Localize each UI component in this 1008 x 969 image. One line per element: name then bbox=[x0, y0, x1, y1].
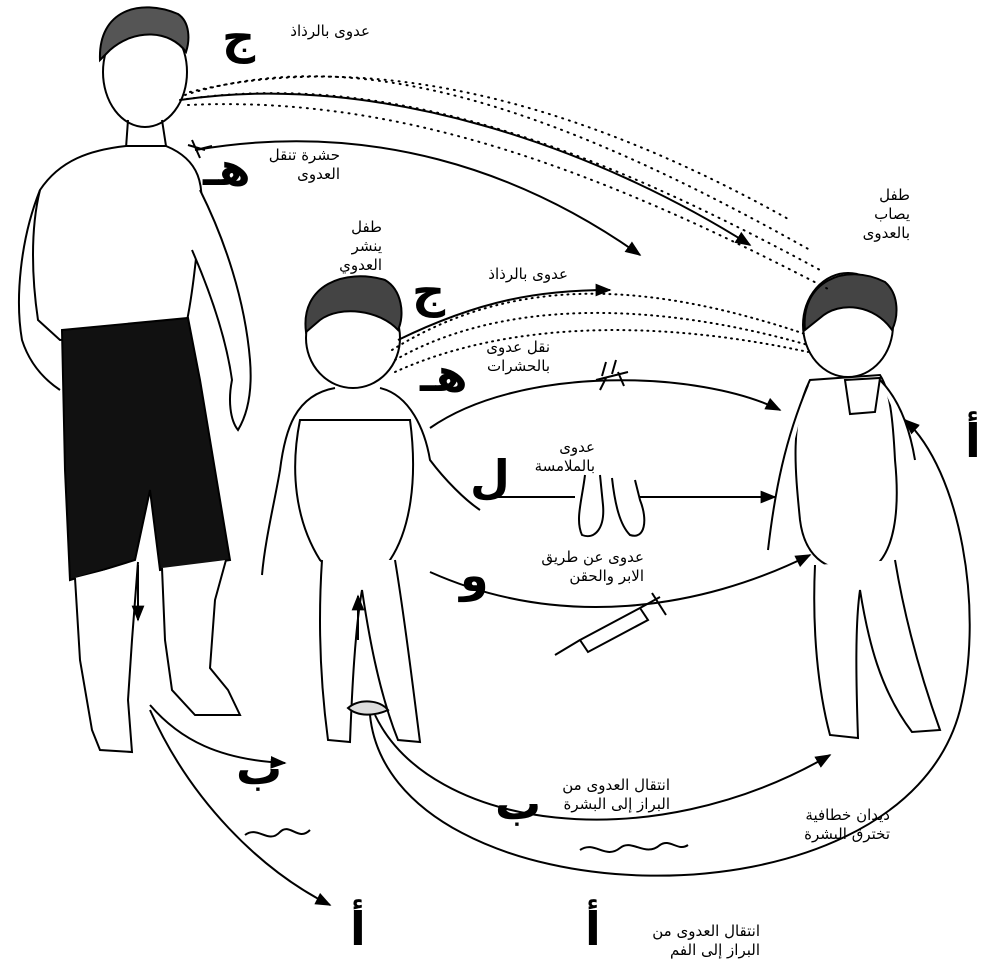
infected-child-cup bbox=[845, 378, 880, 414]
label-airborne-top: عدوى بالرذاذ bbox=[280, 22, 370, 41]
label-child-spreader-line1: طفل bbox=[320, 218, 382, 237]
letter-jeem-mid: ج bbox=[412, 268, 445, 314]
worms-icon bbox=[245, 829, 688, 852]
arrow-adult-mouth bbox=[150, 710, 330, 905]
letter-ha-mid: هـ bbox=[420, 352, 468, 398]
label-feces-to-mouth-line2: البراز إلى الفم bbox=[610, 941, 760, 960]
label-feces-to-skin-line1: انتقال العدوى من bbox=[530, 776, 670, 795]
label-hookworms-line2: تخترق البشرة bbox=[770, 825, 890, 844]
letter-ba-mid: ب bbox=[495, 780, 541, 826]
label-child-spreader-line2: ينشر bbox=[320, 237, 382, 256]
feces-icon bbox=[348, 701, 388, 714]
letter-alif-bottom-left: أ bbox=[350, 906, 366, 952]
letter-jeem-top: ج bbox=[222, 14, 255, 60]
label-contact: عدوى بالملامسة bbox=[505, 438, 595, 476]
spreader-child-figure bbox=[262, 276, 480, 742]
label-feces-to-skin-line2: البراز إلى البشرة bbox=[530, 795, 670, 814]
letter-lam: ل bbox=[470, 454, 510, 500]
label-insect-transmission: نقل عدوى بالحشرات bbox=[460, 338, 550, 376]
letter-ba-left: ب bbox=[236, 745, 282, 791]
mosquito-icon bbox=[596, 360, 628, 390]
touching-hands-icon bbox=[579, 475, 644, 536]
label-child-infected-line1: طفل bbox=[840, 186, 910, 205]
label-hookworms: ديدان خطافية تخترق البشرة bbox=[770, 806, 890, 844]
letter-ha-top: هـ bbox=[203, 146, 251, 192]
adult-left-leg bbox=[75, 562, 138, 752]
label-child-infected-line3: بالعدوى bbox=[840, 224, 910, 243]
label-insect-transmission-line2: بالحشرات bbox=[460, 357, 550, 376]
label-insect-transmission-line1: نقل عدوى bbox=[460, 338, 550, 357]
adult-torso bbox=[33, 146, 202, 340]
label-injection-line2: الابر والحقن bbox=[524, 567, 644, 586]
label-contact-line2: بالملامسة bbox=[505, 457, 595, 476]
label-feces-to-mouth-line1: انتقال العدوى من bbox=[610, 922, 760, 941]
label-feces-to-mouth: انتقال العدوى من البراز إلى الفم bbox=[610, 922, 760, 960]
letter-waw: و bbox=[460, 552, 489, 598]
label-feces-to-skin: انتقال العدوى من البراز إلى البشرة bbox=[530, 776, 670, 814]
label-child-infected-line2: يصاب bbox=[840, 205, 910, 224]
infected-child-figure bbox=[768, 273, 940, 738]
label-insect-carrier-line2: العدوى bbox=[240, 165, 340, 184]
label-contact-line1: عدوى bbox=[505, 438, 595, 457]
infected-child-torso bbox=[796, 375, 897, 571]
letter-alif-bottom-mid: أ bbox=[585, 906, 601, 952]
label-injection-line1: عدوى عن طريق bbox=[524, 548, 644, 567]
spreader-child-torso bbox=[295, 420, 413, 572]
label-airborne-mid: عدوى بالرذاذ bbox=[478, 265, 568, 284]
adult-shorts bbox=[62, 318, 230, 580]
label-hookworms-line1: ديدان خطافية bbox=[770, 806, 890, 825]
arrow-insect-mid bbox=[430, 380, 780, 428]
label-injection: عدوى عن طريق الابر والحقن bbox=[524, 548, 644, 586]
adult-right-leg bbox=[162, 560, 240, 715]
label-child-spreader-line3: العدوي bbox=[320, 256, 382, 275]
label-child-infected: طفل يصاب بالعدوى bbox=[840, 186, 910, 243]
letter-alif-right: أ bbox=[965, 418, 981, 464]
syringe-icon bbox=[555, 593, 666, 655]
infected-child-legs bbox=[814, 560, 940, 738]
label-insect-carrier-line1: حشرة تنقل bbox=[240, 146, 340, 165]
label-child-spreader: طفل ينشر العدوي bbox=[320, 218, 382, 275]
adult-man-figure bbox=[19, 7, 251, 752]
label-insect-carrier: حشرة تنقل العدوى bbox=[240, 146, 340, 184]
